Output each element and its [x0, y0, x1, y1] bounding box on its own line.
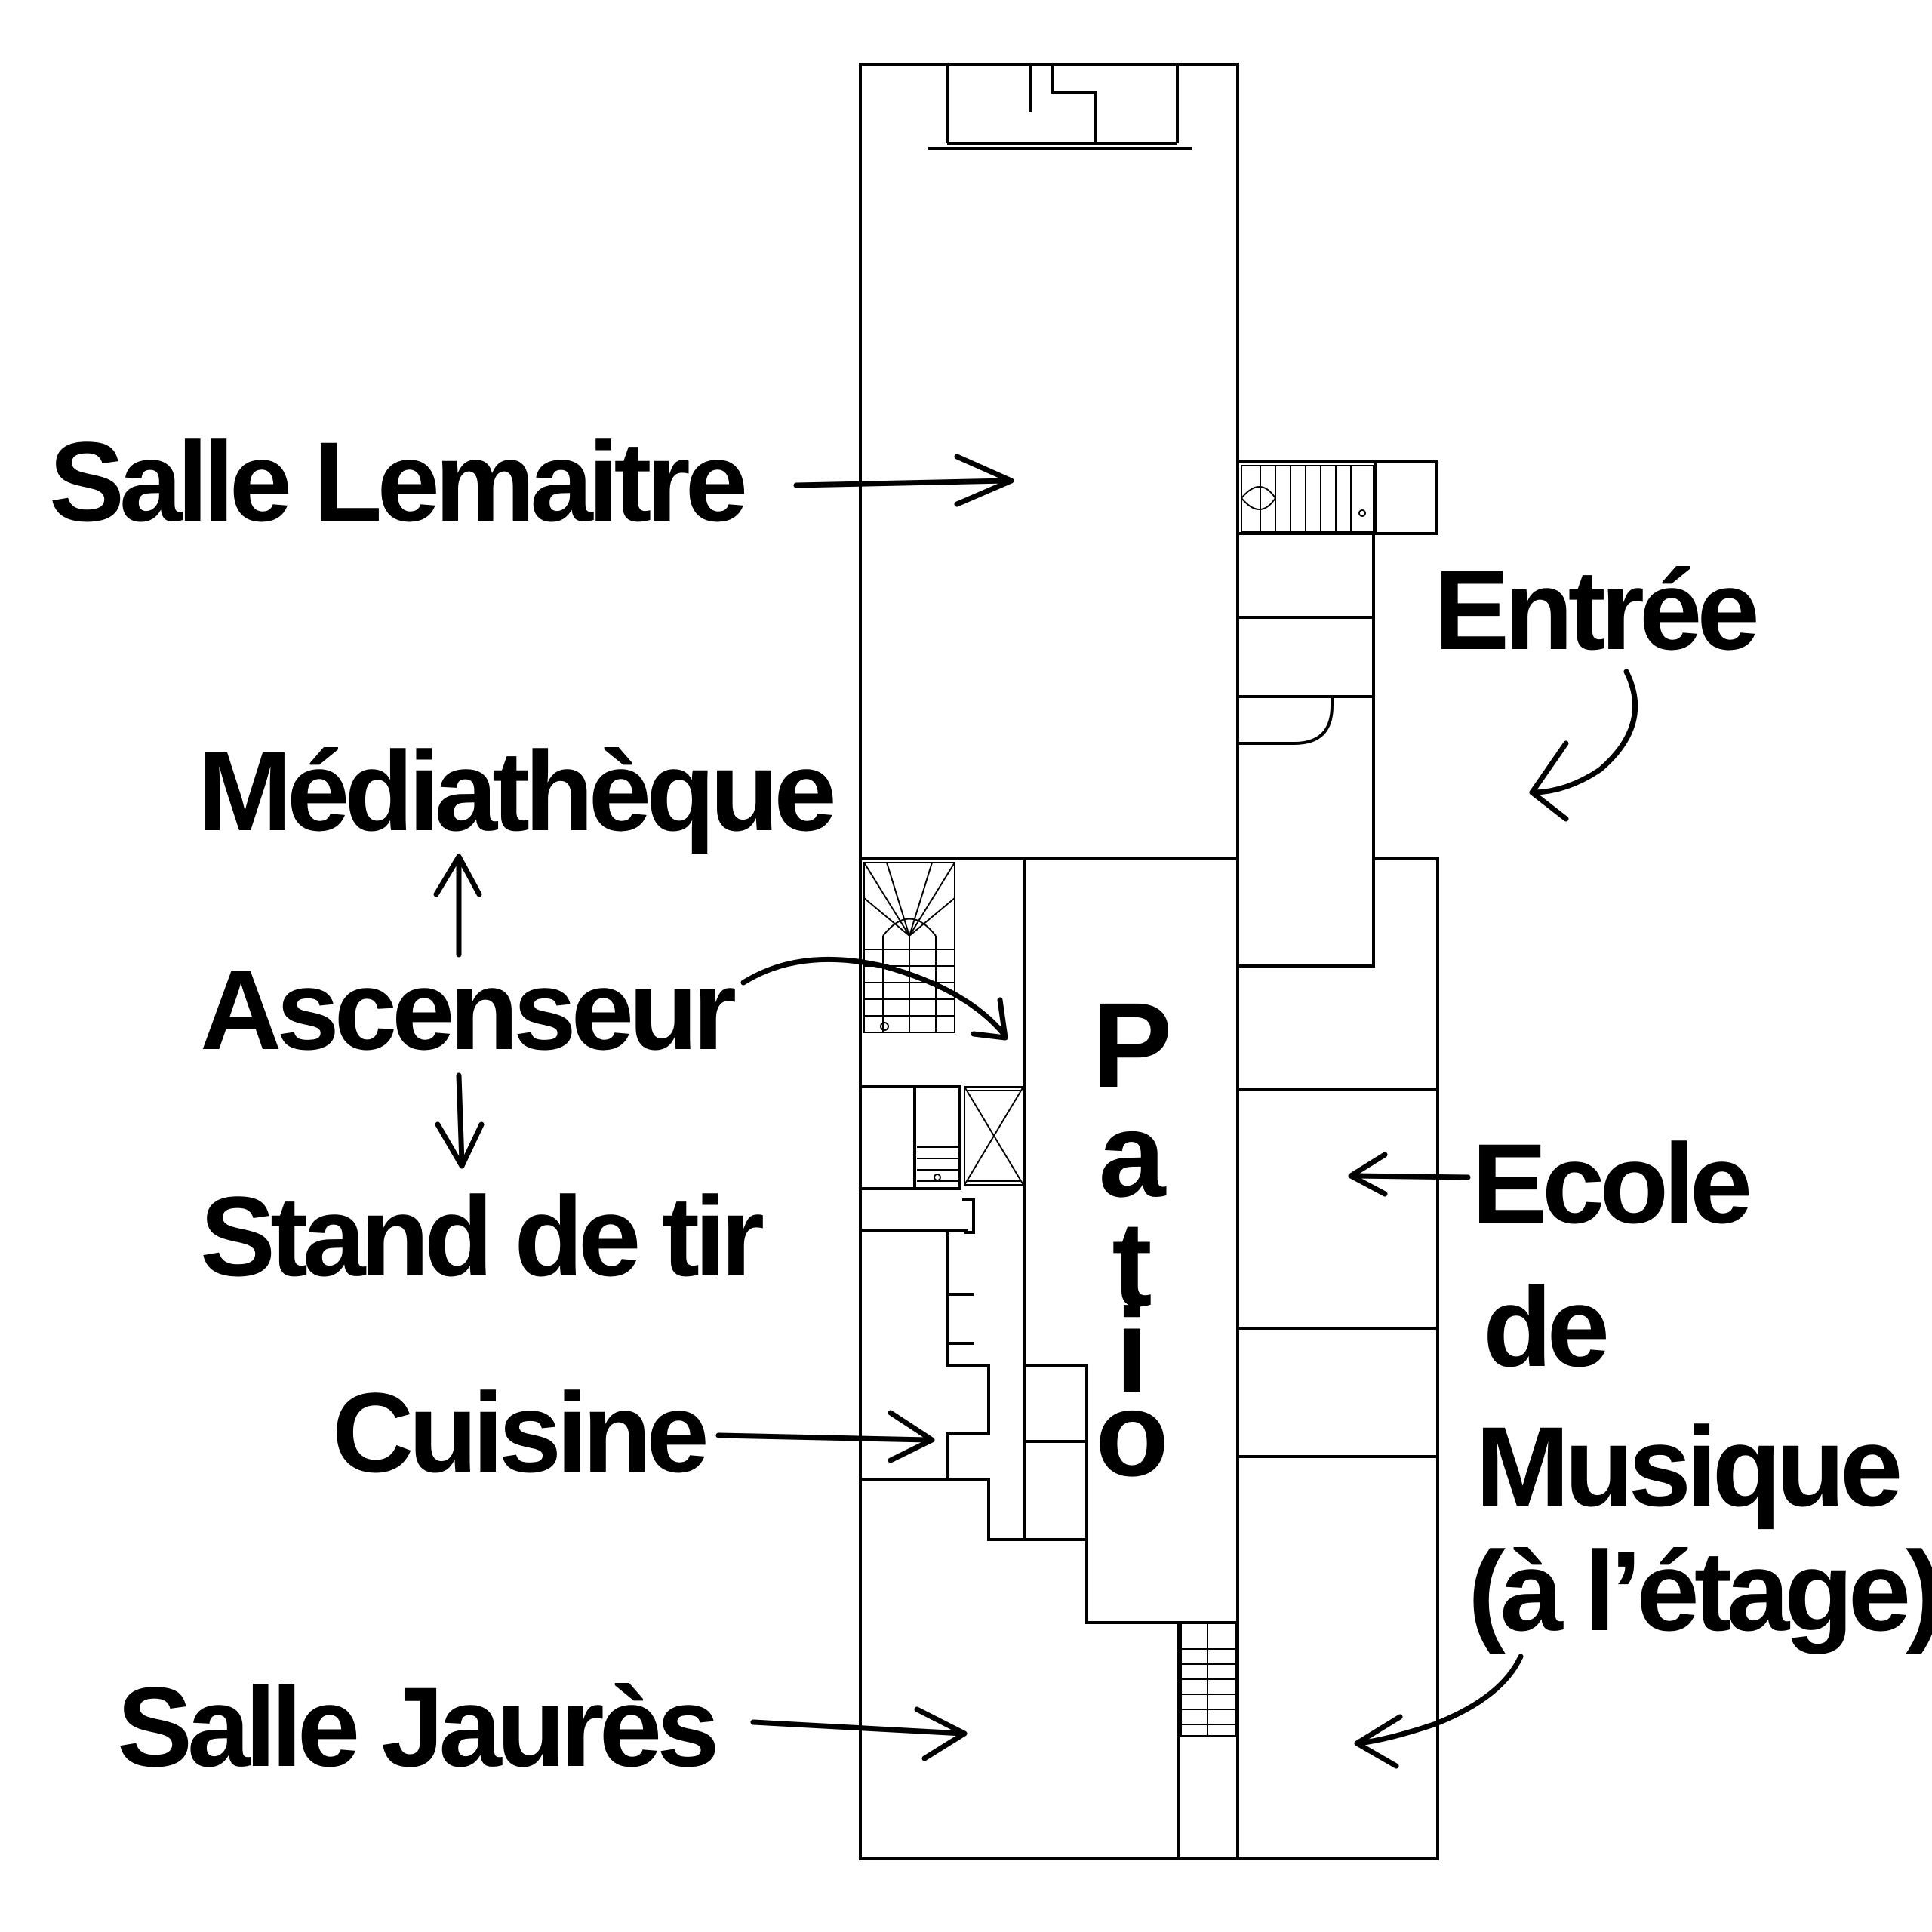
arrow-entree	[1529, 669, 1638, 822]
building-walls	[859, 63, 1439, 1860]
arrow-cuisine	[715, 1410, 935, 1463]
label-cuisine: Cuisine	[332, 1369, 706, 1496]
arrow-ecole-musique	[1348, 1152, 1471, 1197]
patio-letter-t: t	[1112, 1196, 1152, 1331]
staircase-small	[917, 1146, 958, 1182]
label-entree: Entrée	[1434, 546, 1756, 673]
label-ecole-line3: Musique	[1475, 1403, 1900, 1530]
label-ecole-line4: (à l’étage)	[1468, 1527, 1932, 1654]
label-ascenseur: Ascenseur	[200, 946, 736, 1073]
label-patio: P a t i o	[1092, 977, 1173, 1501]
label-ecole-line1: Ecole	[1472, 1120, 1749, 1247]
label-salle-lemaitre: Salle Lemaitre	[49, 418, 745, 545]
arrow-stand-de-tir	[435, 1072, 485, 1169]
elevator-shaft	[964, 1086, 1024, 1186]
arrow-mediatheque	[433, 854, 482, 958]
patio-letter-p: P	[1092, 977, 1173, 1112]
staircase-south	[1180, 1622, 1236, 1737]
arrow-ascenseur	[740, 956, 1008, 1041]
label-ecole-line2: de	[1483, 1263, 1607, 1390]
staircase-east	[1241, 465, 1374, 533]
arrow-salle-jaures	[750, 1706, 968, 1761]
label-mediatheque: Médiathèque	[198, 728, 833, 854]
label-salle-jaures: Salle Jaurès	[117, 1663, 715, 1790]
arrow-ecole-etage	[1354, 1654, 1524, 1769]
patio-letter-a: a	[1099, 1087, 1167, 1222]
patio-letter-i: i	[1115, 1283, 1149, 1418]
label-stand-de-tir: Stand de tir	[200, 1173, 764, 1300]
staircase-west	[863, 862, 955, 1033]
arrow-salle-lemaitre	[793, 454, 1014, 507]
patio-letter-o: o	[1095, 1366, 1169, 1501]
